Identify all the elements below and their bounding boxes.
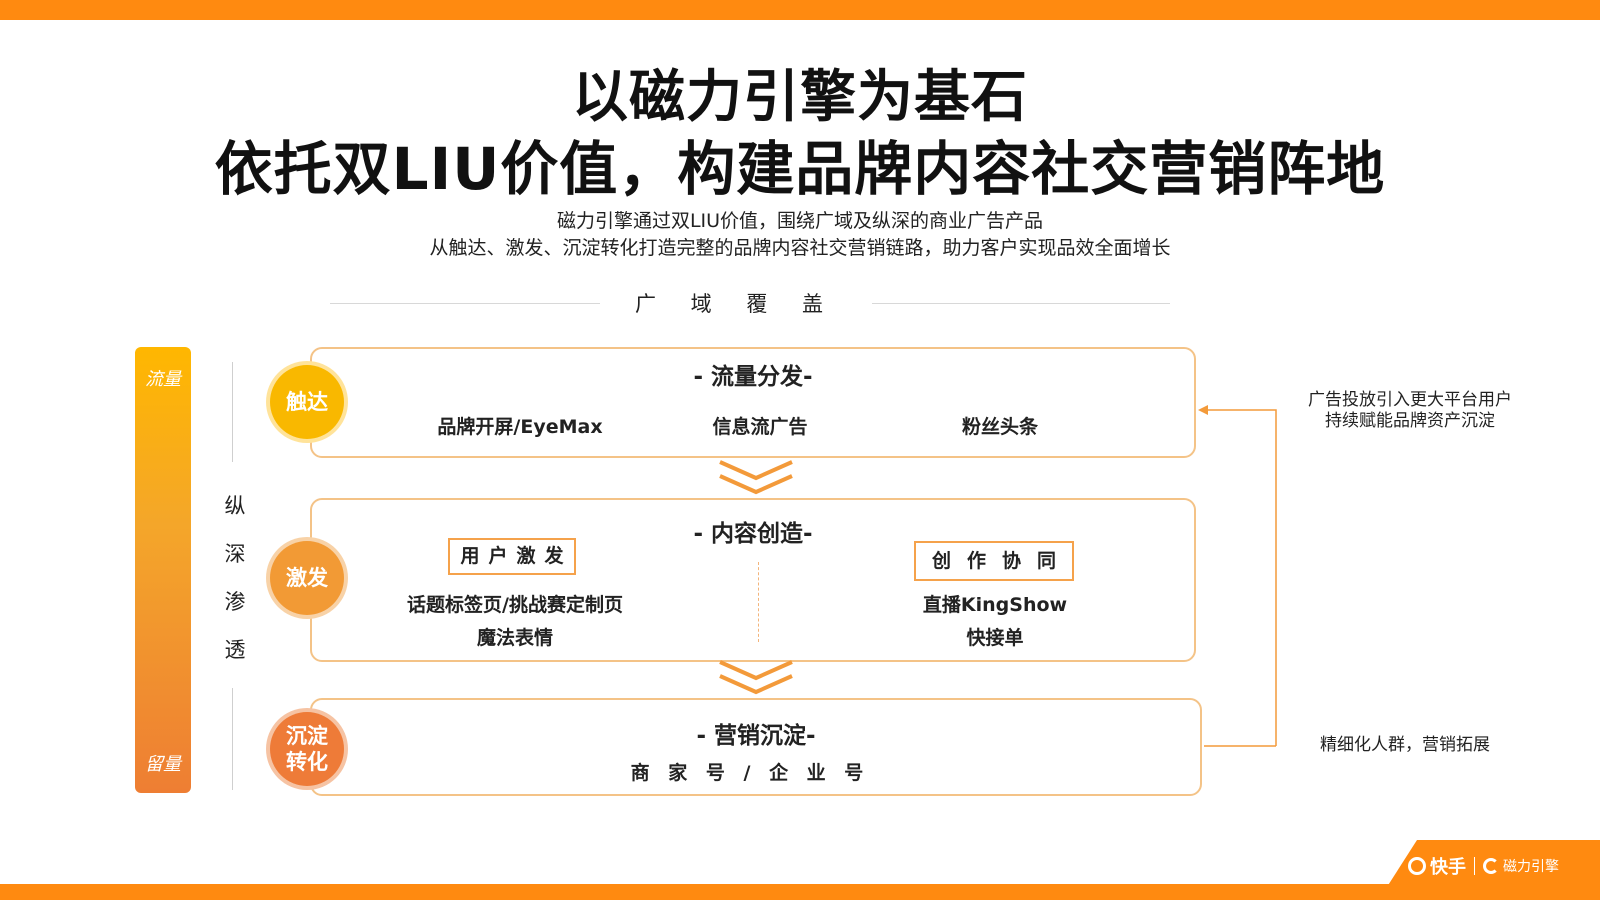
creation-collab-tag: 创作协同: [914, 541, 1074, 581]
wide-coverage-right-rule: [872, 303, 1170, 304]
wide-coverage-label: 广 域 覆 盖: [634, 292, 838, 316]
stage-inspire-circle: 激发: [270, 541, 344, 615]
convert-circle-line2: 转化: [286, 750, 328, 774]
stage-convert-title: - 营销沉淀-: [696, 723, 816, 749]
depth-bottom-rule: [232, 688, 233, 790]
note-top-line2: 持续赋能品牌资产沉淀: [1325, 411, 1495, 431]
chevron-down-icon: [719, 460, 793, 495]
brand-magnetic-engine: 磁力引擎: [1503, 859, 1559, 875]
traffic-gradient-bar: [135, 347, 191, 793]
brand-kuaishou: 快手: [1430, 857, 1466, 878]
inspire-left-item-1: 话题标签页/挑战赛定制页: [407, 594, 623, 616]
note-top: 广告投放引入更大平台用户 持续赋能品牌资产沉淀: [1290, 390, 1530, 432]
footer-brands: 快手 磁力引擎: [1408, 852, 1598, 880]
inspire-right-item-1: 直播KingShow: [922, 594, 1068, 616]
depth-char-1: 纵: [224, 494, 246, 518]
magnetic-engine-logo-icon: [1483, 858, 1499, 874]
retention-label: 留量: [145, 754, 181, 775]
stage-reach-circle: 触达: [270, 365, 344, 439]
page-title-line1: 以磁力引擎为基石: [572, 65, 1028, 130]
inspire-divider: [758, 562, 759, 642]
top-accent-bar: [0, 0, 1600, 20]
brand-divider: [1474, 857, 1475, 875]
note-top-line1: 广告投放引入更大平台用户: [1308, 390, 1512, 410]
stage-convert-circle: 沉淀 转化: [270, 712, 344, 786]
kuaishou-logo-icon: [1408, 857, 1426, 875]
reach-item-3: 粉丝头条: [961, 416, 1038, 438]
stage-inspire-title: - 内容创造-: [693, 521, 813, 547]
reach-item-1: 品牌开屏/EyeMax: [437, 416, 603, 438]
stage-reach-title: - 流量分发-: [693, 364, 813, 390]
convert-circle-line1: 沉淀: [286, 723, 328, 748]
subtitle-line1: 磁力引擎通过双LIU价值，围绕广域及纵深的商业广告产品: [556, 210, 1044, 232]
wide-coverage-left-rule: [330, 303, 600, 304]
convert-items: 商 家 号 / 企 业 号: [630, 762, 870, 784]
user-inspire-tag: 用户激发: [448, 538, 576, 575]
depth-char-3: 渗: [224, 590, 246, 614]
chevron-down-icon: [719, 660, 793, 695]
page-title-line2: 依托双LIU价值，构建品牌内容社交营销阵地: [214, 135, 1386, 203]
subtitle-line2: 从触达、激发、沉淀转化打造完整的品牌内容社交营销链路，助力客户实现品效全面增长: [429, 237, 1171, 259]
bottom-accent-bar: [0, 884, 1600, 900]
inspire-right-item-2: 快接单: [966, 627, 1024, 649]
stage-convert-box: [310, 698, 1202, 796]
depth-char-4: 透: [224, 638, 246, 662]
traffic-label: 流量: [145, 369, 181, 390]
inspire-left-item-2: 魔法表情: [476, 627, 553, 649]
depth-char-2: 深: [224, 542, 246, 566]
note-bottom: 精细化人群，营销拓展: [1320, 735, 1490, 755]
depth-top-rule: [232, 362, 233, 462]
reach-item-2: 信息流广告: [712, 416, 808, 438]
feedback-loop-arrow: [1198, 405, 1277, 747]
stage-reach-box: [310, 347, 1196, 458]
